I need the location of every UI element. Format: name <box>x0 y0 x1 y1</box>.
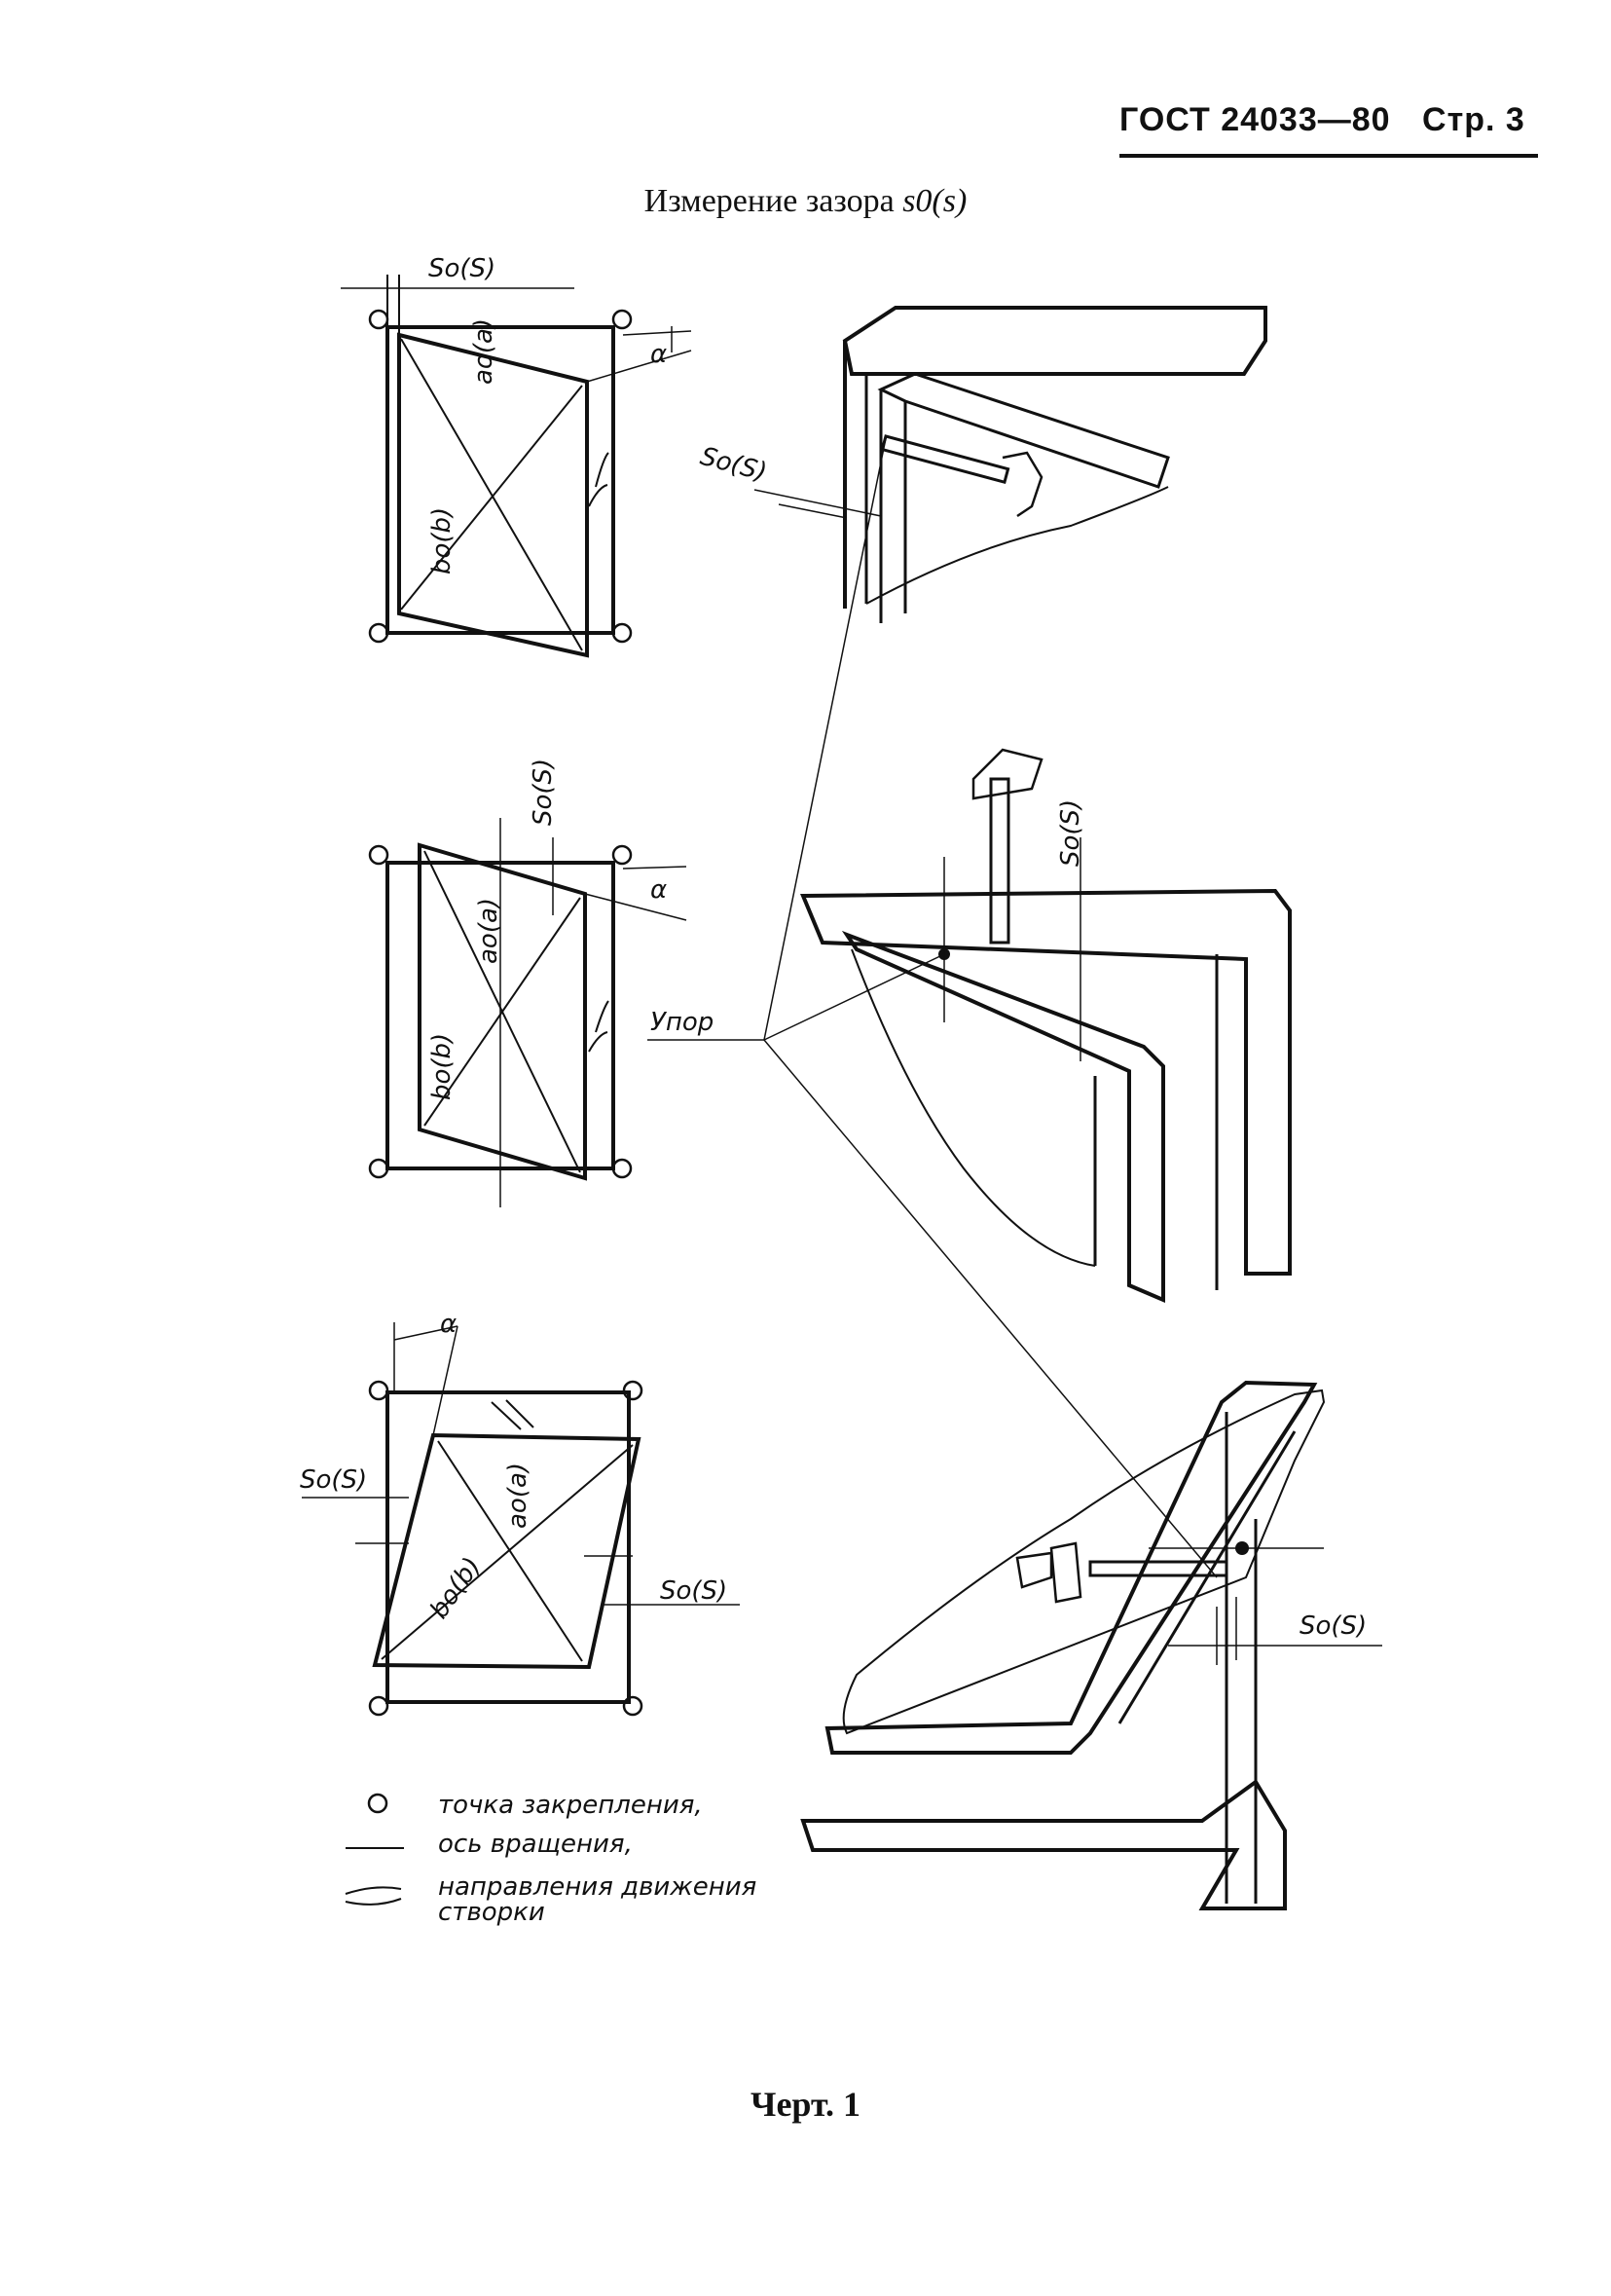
diagonal-a-3 <box>437 1440 583 1662</box>
figure-title-text: Измерение зазора <box>643 183 895 219</box>
diagonal-b-2 <box>423 897 581 1127</box>
diagonal-b-label: bo(b) <box>424 1552 487 1624</box>
fixing-point-icon <box>368 1695 389 1717</box>
movement-arrow-icon <box>588 1000 609 1053</box>
gap-label: So(S) <box>529 759 558 826</box>
diagram-3: α So(S) So(S) ao(a) bo(b) <box>300 1310 740 1717</box>
diagonal-b-1 <box>400 385 583 611</box>
diagonal-a-label: ao(a) <box>474 898 503 964</box>
legend-fixing-point: точка закрепления, <box>438 1791 703 1820</box>
gap-label: So(S) <box>1056 799 1085 867</box>
fixing-point-icon <box>622 1695 643 1717</box>
perspective-view-2: So(S) <box>800 748 1292 1304</box>
caliper-icon <box>880 434 1010 485</box>
gap-label: So(S) <box>300 1465 367 1495</box>
movement-arrow-icon <box>491 1399 534 1430</box>
standard-number: ГОСТ 24033—80 <box>1119 101 1391 138</box>
fixing-point-icon <box>368 309 389 330</box>
diagonal-b-label: bo(b) <box>427 1033 457 1100</box>
fixing-point-icon <box>611 844 633 866</box>
figure-title-formula: s0(s) <box>902 183 968 219</box>
diagram-2: So(S) α ao(a) bo(b) <box>368 759 687 1207</box>
figure-title: Измерение зазора s0(s) <box>0 183 1611 220</box>
fixing-point-icon <box>611 1158 633 1179</box>
leader-line <box>763 953 945 1041</box>
diagonal-a-label: ao(a) <box>469 318 498 385</box>
figure-caption: Черт. 1 <box>751 2085 860 2124</box>
legend-movement-direction-cont: створки <box>438 1898 545 1927</box>
frame-1 <box>385 325 615 635</box>
fixing-point-icon <box>611 622 633 644</box>
perspective-view-1: So(S) <box>697 306 1267 623</box>
gap-label: So(S) <box>660 1576 727 1606</box>
gap-label: So(S) <box>1300 1611 1367 1641</box>
legend-rotation-axis: ось вращения, <box>438 1830 633 1859</box>
fixing-point-icon <box>368 844 389 866</box>
sash-1 <box>397 332 589 658</box>
fixing-point-icon <box>368 622 389 644</box>
angle-label: α <box>440 1310 457 1339</box>
fixing-point-icon <box>367 1793 388 1814</box>
caliper-icon <box>989 777 1010 944</box>
stop-label: Упор <box>650 1008 714 1037</box>
diagonal-b-3 <box>381 1444 634 1660</box>
gap-label: So(S) <box>428 254 495 283</box>
document-header: ГОСТ 24033—80 Стр. 3 <box>1119 101 1525 139</box>
fixing-point-icon <box>611 309 633 330</box>
fixing-point-icon <box>622 1380 643 1401</box>
frame-3 <box>385 1390 631 1704</box>
page-number: Стр. 3 <box>1422 101 1525 138</box>
angle-label: α <box>650 340 667 369</box>
legend: точка закрепления, ось вращения, направл… <box>345 1791 756 1927</box>
sash-2 <box>418 842 587 1181</box>
leader-line <box>763 437 887 1041</box>
diagonal-a-label: ao(a) <box>503 1463 532 1529</box>
diagram-1: So(S) α ao(a) bo(b) <box>341 254 692 658</box>
legend-movement-direction: направления движения <box>438 1872 756 1902</box>
caliper-icon <box>1088 1560 1228 1577</box>
movement-arrow-icon <box>588 452 609 507</box>
angle-label: α <box>650 875 667 905</box>
header-rule <box>1119 154 1538 158</box>
gap-label: So(S) <box>697 442 770 488</box>
diagonal-a-1 <box>400 338 583 651</box>
movement-arrow-icon <box>345 1886 402 1906</box>
fixing-point-icon <box>368 1380 389 1401</box>
fixing-point-icon <box>368 1158 389 1179</box>
perspective-view-3: So(S) <box>800 1380 1382 1910</box>
sash-3 <box>372 1432 641 1670</box>
leader-line <box>763 1039 1218 1578</box>
diagonal-b-label: bo(b) <box>427 507 457 574</box>
